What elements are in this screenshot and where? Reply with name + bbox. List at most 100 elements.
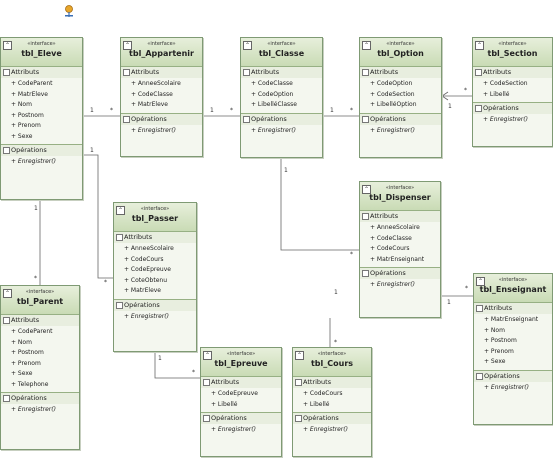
- operations-header[interactable]: Opérations: [201, 413, 281, 424]
- attribute: + Sexe: [11, 132, 33, 140]
- class-tbl-passer[interactable]: ⌃ «interface» tbl_Passer Attributs + Ann…: [113, 202, 197, 352]
- multiplicity-mark: *: [350, 107, 353, 114]
- collapse-icon[interactable]: ⌃: [475, 41, 484, 50]
- attributes-header[interactable]: Attributs: [114, 232, 196, 243]
- section-label: Attributs: [370, 68, 399, 76]
- operations-header[interactable]: Opérations: [474, 370, 552, 382]
- operations-header[interactable]: Opérations: [293, 413, 371, 424]
- attribute: + MatrEleve: [124, 287, 161, 294]
- multiplicity-mark: 1: [90, 147, 94, 154]
- collapse-icon[interactable]: ⌃: [476, 277, 485, 286]
- attributes-header[interactable]: Attributs: [1, 67, 82, 78]
- attributes-header[interactable]: Attributs: [241, 67, 322, 78]
- stereotype: «interface»: [317, 351, 347, 357]
- class-name: tbl_Epreuve: [214, 359, 268, 368]
- section-icon: [475, 105, 482, 112]
- attribute: + Nom: [484, 326, 505, 334]
- attributes-header[interactable]: Attributs: [201, 377, 281, 388]
- collapse-icon[interactable]: ⌃: [3, 289, 12, 298]
- operation: + Enregistrer(): [11, 406, 56, 413]
- stereotype: «interface»: [385, 185, 415, 191]
- attribute: + Libellé: [211, 400, 238, 408]
- multiplicity-mark: 1: [34, 205, 38, 212]
- attribute: + Nom: [11, 338, 32, 346]
- section-icon: [203, 379, 210, 386]
- attributes-header[interactable]: Attributs: [360, 211, 440, 222]
- operation: + Enregistrer(): [303, 426, 348, 433]
- collapse-icon[interactable]: ⌃: [123, 41, 132, 50]
- operations-header[interactable]: Opérations: [1, 393, 79, 404]
- multiplicity-mark: 1: [447, 299, 451, 306]
- multiplicity-mark: 1: [334, 289, 338, 296]
- section-icon: [3, 395, 10, 402]
- attribute: + Prenom: [11, 122, 41, 129]
- attributes-header[interactable]: Attributs: [1, 315, 79, 326]
- class-header: ⌃ «interface» tbl_Option: [360, 38, 441, 67]
- collapse-icon[interactable]: ⌃: [362, 185, 371, 194]
- class-tbl-cours[interactable]: ⌃ «interface» tbl_Cours Attributs + Code…: [292, 347, 372, 457]
- class-tbl-classe[interactable]: ⌃ «interface» tbl_Classe Attributs + Cod…: [240, 37, 323, 158]
- attributes-header[interactable]: Attributs: [293, 377, 371, 388]
- section-label: Attributs: [211, 378, 240, 386]
- class-tbl-parent[interactable]: ⌃ «interface» tbl_Parent Attributs + Cod…: [0, 285, 80, 450]
- collapse-icon[interactable]: ⌃: [3, 41, 12, 50]
- operation: + Enregistrer(): [11, 158, 56, 165]
- class-tbl-epreuve[interactable]: ⌃ «interface» tbl_Epreuve Attributs + Co…: [200, 347, 282, 457]
- stereotype: «interface»: [267, 41, 296, 47]
- attributes-header[interactable]: Attributs: [474, 303, 552, 314]
- attribute: + CodeCours: [303, 390, 343, 397]
- stereotype: «interface»: [498, 277, 528, 283]
- class-tbl-option[interactable]: ⌃ «interface» tbl_Option Attributs + Cod…: [359, 37, 442, 158]
- attribute: + AnneeScolaire: [131, 80, 181, 87]
- class-name: tbl_Classe: [258, 49, 305, 58]
- operations-header[interactable]: Opérations: [241, 113, 322, 125]
- operations-header[interactable]: Opérations: [121, 113, 202, 125]
- class-tbl-enseignant[interactable]: ⌃ «interface» tbl_Enseignant Attributs +…: [473, 273, 553, 425]
- attribute: + AnneeScolaire: [370, 224, 420, 231]
- connector-eleve-passer[interactable]: [83, 154, 113, 279]
- attribute: + CodeParent: [11, 328, 53, 335]
- section-icon: [362, 69, 369, 76]
- collapse-icon[interactable]: ⌃: [362, 41, 371, 50]
- collapse-icon[interactable]: ⌃: [243, 41, 252, 50]
- collapse-icon[interactable]: ⌃: [203, 351, 212, 360]
- section-icon: [123, 69, 130, 76]
- attribute: + Postnom: [11, 349, 44, 356]
- collapse-icon[interactable]: ⌃: [116, 206, 125, 215]
- attributes-header[interactable]: Attributs: [121, 67, 202, 78]
- section-label: Opérations: [303, 414, 339, 422]
- class-header: ⌃ «interface» tbl_Epreuve: [201, 348, 281, 377]
- attributes-header[interactable]: Attributs: [473, 67, 552, 78]
- class-tbl-appartenir[interactable]: ⌃ «interface» tbl_Appartenir Attributs +…: [120, 37, 203, 157]
- section-icon: [3, 69, 10, 76]
- section-icon: [476, 372, 483, 380]
- collapse-icon[interactable]: ⌃: [295, 351, 304, 360]
- section-icon: [3, 317, 10, 324]
- operations-header[interactable]: Opérations: [473, 103, 552, 114]
- section-label: Opérations: [370, 269, 406, 277]
- class-tbl-section[interactable]: ⌃ «interface» tbl_Section Attributs + Co…: [472, 37, 553, 147]
- section-label: Opérations: [124, 300, 160, 309]
- section-icon: [243, 115, 250, 123]
- class-name: tbl_Appartenir: [129, 49, 194, 58]
- class-name: tbl_Passer: [131, 214, 179, 223]
- operation: + Enregistrer(): [483, 116, 528, 123]
- operations-header[interactable]: Opérations: [360, 113, 441, 125]
- class-name: tbl_Enseignant: [479, 285, 547, 294]
- operation: + Enregistrer(): [131, 126, 176, 134]
- class-tbl-eleve[interactable]: ⌃ «interface» tbl_Eleve Attributs + Code…: [0, 37, 83, 200]
- section-icon: [123, 115, 130, 123]
- class-header: ⌃ «interface» tbl_Cours: [293, 348, 371, 377]
- attributes-header[interactable]: Attributs: [360, 67, 441, 78]
- multiplicity-mark: *: [192, 369, 195, 376]
- connector-classe-dispenser[interactable]: [280, 158, 359, 251]
- connector-passer-epreuve[interactable]: [154, 352, 200, 379]
- operations-header[interactable]: Opérations: [1, 145, 82, 156]
- section-label: Opérations: [211, 414, 247, 422]
- multiplicity-mark: *: [350, 251, 353, 258]
- operations-header[interactable]: Opérations: [114, 299, 196, 311]
- operations-header[interactable]: Opérations: [360, 268, 440, 279]
- stereotype: «interface»: [386, 41, 415, 47]
- attribute: + Prenom: [11, 359, 41, 367]
- class-tbl-dispenser[interactable]: ⌃ «interface» tbl_Dispenser Attributs + …: [359, 181, 441, 318]
